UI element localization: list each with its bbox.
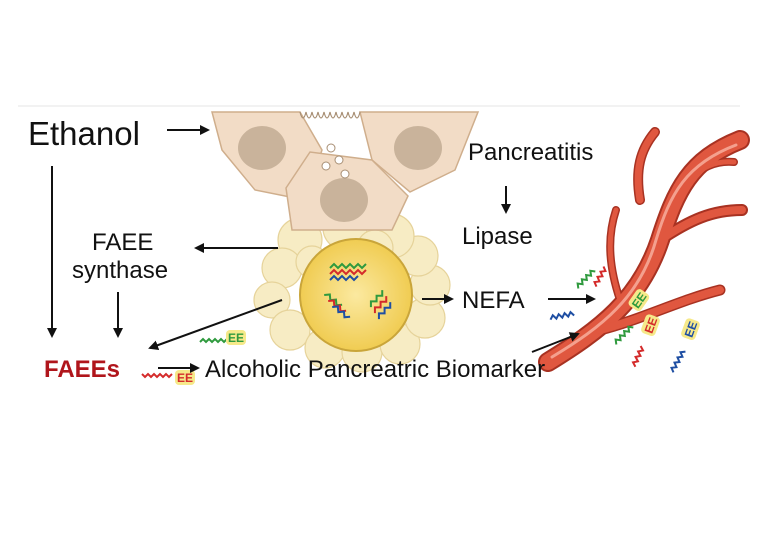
ee-tag-label: EE	[642, 315, 661, 335]
label-faee-synthase-line1: FAEE	[92, 229, 153, 256]
fatty-acid-chain-icon	[141, 266, 686, 379]
arrow-adipocyte-to-faees	[148, 299, 283, 350]
blood-vessel-icon	[538, 127, 750, 372]
pathway-arrows	[47, 125, 596, 373]
label-ethanol: Ethanol	[28, 115, 140, 152]
arrow-biomarker-to-vessel	[531, 332, 580, 353]
ee-tag-label: EE	[177, 371, 193, 385]
label-pancreatitis: Pancreatitis	[468, 139, 593, 166]
ee-tag-label: EE	[228, 331, 244, 345]
acinar-cells-icon	[211, 111, 480, 231]
label-nefa: NEFA	[462, 287, 525, 314]
label-faees: FAEEs	[44, 356, 120, 383]
ee-tag-label: EE	[682, 319, 701, 339]
label-biomarker: Alcoholic Pancreatric Biomarker	[205, 356, 545, 383]
label-faee-synthase-line2: synthase	[72, 257, 168, 284]
ee-tags: EE EE EE EE EE	[175, 289, 701, 385]
label-lipase: Lipase	[462, 223, 533, 250]
adipocyte-icon	[253, 205, 451, 373]
